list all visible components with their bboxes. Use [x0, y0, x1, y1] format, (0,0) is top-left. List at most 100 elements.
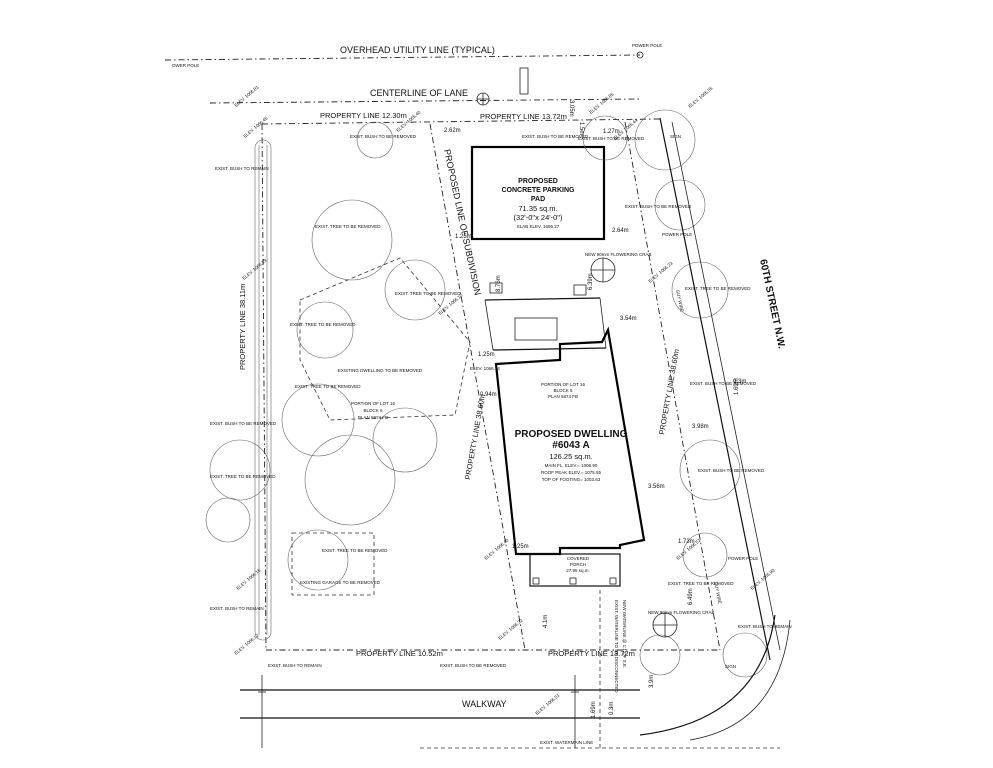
elevation-notes: ELEV. 1066.81 ELEV. 1066.45 ELEV. 1065.4…: [233, 84, 775, 715]
porch-line2: PORCH: [570, 562, 586, 567]
left-hedge: [254, 139, 272, 641]
patio-table-icon: [514, 317, 558, 341]
existing-dwelling: EXISTING DWELLING TO BE REMOVED PORTION …: [299, 257, 471, 421]
dim-1-25b: 1.25m: [478, 352, 495, 358]
dwelling-portion-1: PORTION OF LOT 16: [541, 382, 586, 387]
tree-note-16: EXIST. BUSH TO BE REMOVED: [690, 381, 757, 386]
dim-6-39: 6.39m: [588, 273, 594, 290]
tree-note-10: EXIST. TREE TO BE REMOVED: [322, 548, 388, 553]
elev-4: ELEV. 1065.85: [588, 91, 614, 114]
dim-3-56: 3.56m: [648, 484, 665, 490]
rear-deck: [484, 282, 607, 351]
property-line-mid: PROPERTY LINE 38.60m: [463, 393, 487, 480]
lane-sign-icon: [519, 67, 529, 95]
tree-note-14: EXIST. BUSH TO BE REMOVED: [625, 204, 692, 209]
existing-garage-label: EXISTING GARAGE TO BE REMOVED: [300, 580, 381, 585]
walkway-label: WALKWAY: [462, 699, 507, 709]
sign-top-label: SIGN: [670, 134, 681, 139]
dim-4-1: 4.1m: [543, 615, 549, 628]
elev-2: ELEV. 1066.45: [242, 115, 268, 138]
power-pole-icon: [636, 51, 644, 59]
dwelling-roof-peak: ROOF PEAK ELEV.= 1075.55: [541, 470, 601, 475]
tree-canopies: [205, 109, 768, 678]
property-boundary: [261, 118, 721, 651]
overhead-utility-label: OVERHEAD UTILITY LINE (TYPICAL): [340, 45, 495, 55]
parking-pad-size: (32'-0"x 24'-0"): [513, 213, 563, 222]
dim-0-3a: 0.3m: [733, 379, 746, 385]
porch-line1: COVERED: [567, 556, 590, 561]
property-line-top-left: PROPERTY LINE 12.30m: [320, 111, 407, 120]
waterline-label: EXIST. WATERMAIN LINE: [540, 740, 593, 745]
dim-1-25a: 1.25m: [455, 234, 472, 240]
left-lot-line2: BLOCK 6: [363, 408, 383, 413]
elev-11: ELEV. 1066.15: [235, 567, 261, 590]
tree-note-12: EXIST. BUSH TO REMAIN: [268, 663, 322, 668]
elev-15: ELEV. 1066.12: [233, 632, 259, 655]
property-line-left: PROPERTY LINE 38.11m: [238, 284, 247, 370]
dwelling-portion-3: PLAN 5874 FB: [548, 394, 578, 399]
street-name: 60TH STREET N.W.: [757, 258, 787, 350]
tree-note-8: EXIST. TREE TO BE REMOVED: [210, 474, 276, 479]
tree-note-4: EXIST. TREE TO BE REMOVED: [315, 224, 381, 229]
dimension-labels: 2.62m 3.05m 1.5m 1.27m 2.64m 1.25m 8.76m…: [444, 100, 746, 718]
tree-note-19: EXIST. BUSH TO REMAIN: [738, 624, 792, 629]
overhead-utility-line: OVERHEAD UTILITY LINE (TYPICAL): [164, 45, 641, 61]
dim-0-94: 0.94m: [480, 392, 497, 398]
power-pole-mid-label: POWER POLE: [662, 232, 692, 237]
tree-note-2: EXIST. BUSH TO BE REMOVED: [522, 134, 589, 139]
dim-0-3b: 0.3m: [609, 702, 615, 715]
elev-10: ELEV. 1066.14: [470, 366, 500, 371]
guy-wire-low-label: GUY WIRE: [713, 581, 723, 604]
dim-2-62: 2.62m: [444, 128, 461, 134]
dwelling-main-floor: MAIN FL. ELEV.= 1006.90: [545, 463, 598, 468]
new-crab-top-note: NEW 90mm FLOWERING CRAB: [585, 252, 652, 257]
tree-note-9: EXIST. BUSH TO BE REMOVED: [210, 421, 277, 426]
walkway: WALKWAY EXIST. WATERMAIN LINE: [240, 590, 780, 749]
parking-pad-line2: CONCRETE PARKING: [502, 187, 576, 194]
parking-pad-elev: SLAB ELEV. 1696.27: [517, 224, 560, 229]
elev-1: ELEV. 1066.81: [233, 84, 259, 107]
dim-1-27: 1.27m: [603, 129, 620, 135]
elev-16: ELEV. 1066.51: [534, 692, 560, 715]
elev-6: ELEV. 1065.55: [687, 85, 713, 108]
waterline-disconnect-note: EXIST. WATERLINE TO BE DISCONNECTED: [614, 600, 619, 693]
elev-14: ELEV. 1066.32: [497, 617, 523, 640]
dwelling-area: 126.25 sq.m.: [549, 452, 592, 461]
parking-pad-area: 71.35 sq.m.: [518, 204, 557, 213]
porch-area: 27.95 sq.m.: [566, 568, 590, 573]
new-crab-bottom-note: NEW 90mm FLOWERING CRAB: [648, 610, 715, 615]
dim-1-69b: 1.69m: [591, 701, 597, 718]
tree-note-11: EXIST. BUSH TO REMAIN: [210, 606, 264, 611]
power-pole-top-left-label: OWER POLE: [172, 63, 199, 68]
dim-3-05: 3.05m: [568, 100, 574, 117]
sign-bottom-label: SIGN: [725, 664, 736, 669]
existing-garage: EXISTING GARAGE TO BE REMOVED: [291, 532, 381, 596]
dim-1-69: 1.69m: [734, 378, 740, 395]
tree-note-5: EXIST. TREE TO BE REMOVED: [395, 291, 461, 296]
centerline-label: CENTERLINE OF LANE: [370, 88, 468, 98]
centerline-of-lane: CENTERLINE OF LANE: [209, 67, 641, 106]
guy-wire-top-label: GUY WIRE: [675, 289, 685, 312]
tree-note-13: EXIST. BUSH TO BE REMOVED: [440, 663, 507, 668]
property-line-right: PROPERTY LINE 38.60m: [657, 348, 681, 435]
dim-1-25c: 1.25m: [512, 544, 529, 550]
tree-note-6: EXIST. TREE TO BE REMOVED: [290, 322, 356, 327]
parking-pad-line3: PAD: [531, 196, 545, 203]
dim-1-5: 1.5m: [578, 122, 584, 135]
dwelling-footing: TOP OF FOOTING= 1003.63: [542, 477, 601, 482]
covered-porch: COVERED PORCH 27.95 sq.m.: [529, 553, 621, 587]
dim-6-49: 6.49m: [688, 588, 694, 605]
property-line-top-right: PROPERTY LINE 13.72m: [480, 112, 567, 121]
dwelling-title: PROPOSED DWELLING: [515, 429, 628, 440]
power-pole-top-right-label: POWER POLE: [632, 43, 662, 48]
dwelling-portion-2: BLOCK 5: [553, 388, 573, 393]
left-lot-line1: PORTION OF LOT 16: [351, 401, 396, 406]
power-pole-low-label: POWER POLE: [728, 556, 758, 561]
elev-7: ELEV. 1066.19: [241, 257, 267, 280]
dim-3-98: 3.98m: [692, 424, 709, 430]
dim-3-9: 3.9m: [649, 675, 655, 688]
parking-pad-line1: PROPOSED: [518, 178, 558, 185]
dwelling-address: #6043 A: [552, 440, 589, 451]
dim-2-64: 2.64m: [612, 228, 629, 234]
